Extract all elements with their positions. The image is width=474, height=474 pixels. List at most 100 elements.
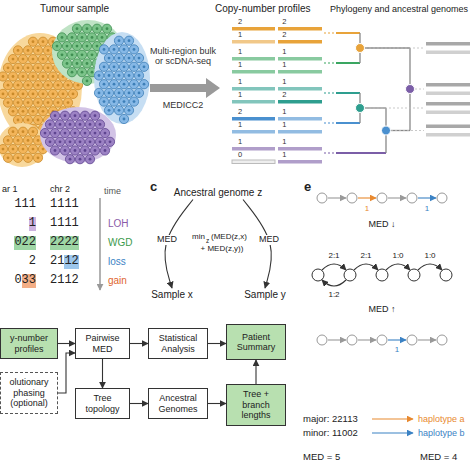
cell-nucleus (27, 49, 30, 52)
cell-nucleus (123, 83, 126, 86)
cell (33, 153, 42, 162)
state-arrow (358, 197, 376, 198)
cell-nucleus (123, 48, 126, 51)
cell-nucleus (76, 62, 79, 65)
cell (94, 88, 103, 97)
cell-nucleus (103, 100, 106, 103)
copy-number: 21 (50, 255, 64, 269)
state-node (377, 335, 387, 345)
tree-branch (336, 152, 386, 154)
copy-number: 1 1 (238, 121, 286, 130)
edge-label: MED (257, 235, 281, 245)
node-text: Statistical Analysis (153, 333, 203, 354)
tree-node (382, 126, 391, 135)
node-text: Ancestral Genomes (153, 393, 203, 414)
cell (52, 42, 61, 51)
cell-nucleus (133, 100, 136, 103)
cell (48, 89, 57, 98)
tree-branch (336, 92, 360, 94)
cell (129, 80, 138, 89)
cell-nucleus (42, 110, 45, 113)
connector (130, 403, 148, 404)
cell (23, 98, 32, 107)
cell (70, 146, 79, 155)
node-text: Pairwise MED (80, 333, 125, 354)
cell (100, 129, 109, 138)
cell-nucleus (86, 80, 89, 83)
tool-label: MEDICC2 (163, 100, 204, 110)
cell (119, 97, 128, 106)
cell-nucleus (96, 27, 99, 30)
cell (18, 72, 27, 81)
cell (68, 89, 77, 98)
cell-nucleus (27, 156, 30, 159)
cell (18, 127, 27, 136)
state-node (437, 193, 447, 203)
cell-nucleus (12, 75, 15, 78)
cell-nucleus (118, 109, 121, 112)
cell-nucleus (138, 92, 141, 95)
cluster-ground (94, 32, 150, 124)
cell (102, 24, 111, 33)
copy-number: 12 (64, 255, 78, 269)
cell-nucleus (17, 49, 20, 52)
cell (139, 80, 148, 89)
cell (33, 46, 42, 55)
cell (105, 137, 114, 146)
cell (134, 71, 143, 80)
cell-nucleus (44, 132, 47, 135)
cell-nucleus (123, 118, 126, 121)
leaf-link (324, 152, 336, 153)
leaf-link (324, 32, 336, 33)
cell-nucleus (86, 45, 89, 48)
ancestor-link (391, 130, 424, 131)
leaf-link (324, 92, 336, 93)
edge-label: MED (155, 235, 179, 245)
state-arrow (322, 280, 346, 286)
cell-nucleus (27, 139, 30, 142)
event-label: loss (108, 256, 126, 268)
cell-nucleus (54, 149, 57, 152)
cell-nucleus (17, 119, 20, 122)
event-label: LOH (108, 218, 129, 230)
node-text: Tree topology (80, 393, 125, 414)
state-node (376, 269, 388, 281)
cell (119, 114, 128, 123)
copy-number: 2 1 (238, 108, 286, 117)
cell (82, 42, 91, 51)
cell (124, 88, 133, 97)
process-box: Tree topology (75, 388, 130, 419)
cell-nucleus (79, 123, 82, 126)
cell (23, 153, 32, 162)
state-label: 1:0 (392, 251, 403, 260)
cell-nucleus (12, 148, 15, 151)
cell-nucleus (128, 109, 131, 112)
segment-bar (232, 117, 275, 121)
cell (40, 129, 49, 138)
process-box: Ancestral Genomes (148, 388, 208, 419)
step-label: 1 (395, 345, 399, 354)
cell (139, 62, 148, 71)
cluster-ground (0, 123, 46, 167)
cell-nucleus (2, 75, 5, 78)
state-arrow (418, 264, 442, 270)
cell-nucleus (69, 123, 72, 126)
cell-nucleus (52, 93, 55, 96)
cell-nucleus (62, 93, 65, 96)
input-box: y-number profiles (0, 328, 58, 359)
state-node (317, 193, 327, 203)
cell-nucleus (94, 132, 97, 135)
segment-bar (278, 70, 322, 74)
cell-nucleus (37, 119, 40, 122)
cell-nucleus (59, 123, 62, 126)
cell-nucleus (54, 132, 57, 135)
cell-nucleus (42, 58, 45, 61)
cell-nucleus (84, 132, 87, 135)
cell-nucleus (64, 114, 67, 117)
cell (63, 98, 72, 107)
copy-number: 1 1 (238, 61, 286, 70)
cell-nucleus (71, 71, 74, 74)
segment-bar (232, 160, 275, 164)
state-arrow (328, 339, 346, 340)
cell-nucleus (89, 140, 92, 143)
